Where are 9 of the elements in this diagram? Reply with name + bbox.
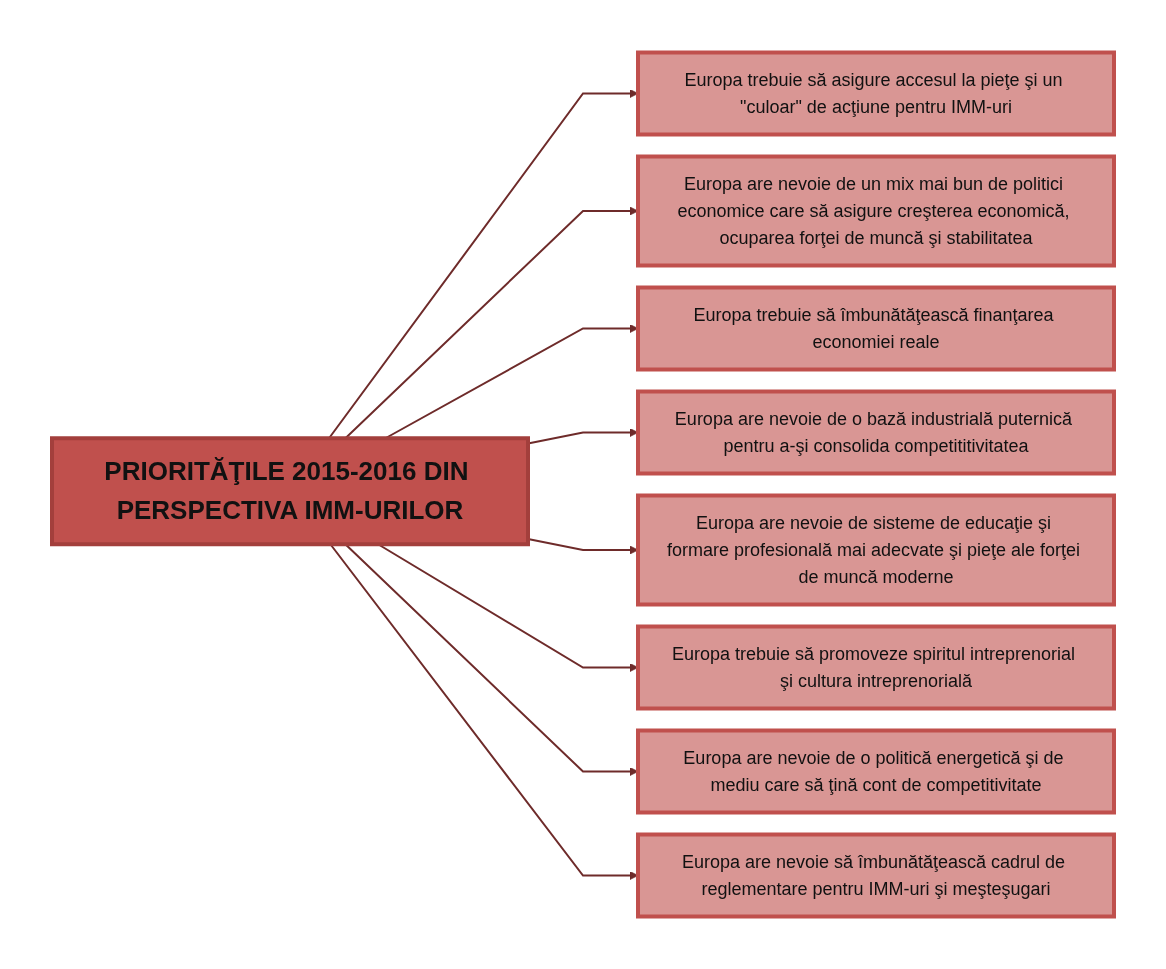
node-box: Europa trebuie să asigure accesul la pieţe şi un "culoar" de acţiune pentru IMM-uri [636, 50, 1116, 137]
node-box: PRIORITĂŢILE 2015-2016 DIN PERSPECTIVA IMM-URILOR [50, 436, 530, 547]
node-box: Europa trebuie să îmbunătăţească finanţarea economiei reale [636, 285, 1116, 372]
node-box: Europa are nevoie de sisteme de educaţie şi formare profesională mai adecvate şi pieţe ale forţei de muncă moderne [636, 493, 1116, 607]
node-box: Europa trebuie să promoveze spiritul intreprenorial şi cultura intreprenorială [636, 624, 1116, 711]
node-box: Europa are nevoie de o bază industrială puternică pentru a-şi consolida competititivitatea [636, 389, 1116, 476]
node-box: Europa are nevoie de un mix mai bun de politici economice care să asigure creşterea economică, ocuparea forţei de muncă şi stabilitatea [636, 154, 1116, 268]
node-box: Europa are nevoie de o politică energetică şi de mediu care să ţină cont de competitivitate [636, 728, 1116, 815]
node-box: Europa are nevoie să îmbunătăţească cadrul de reglementare pentru IMM-uri şi meşteşugari [636, 832, 1116, 919]
